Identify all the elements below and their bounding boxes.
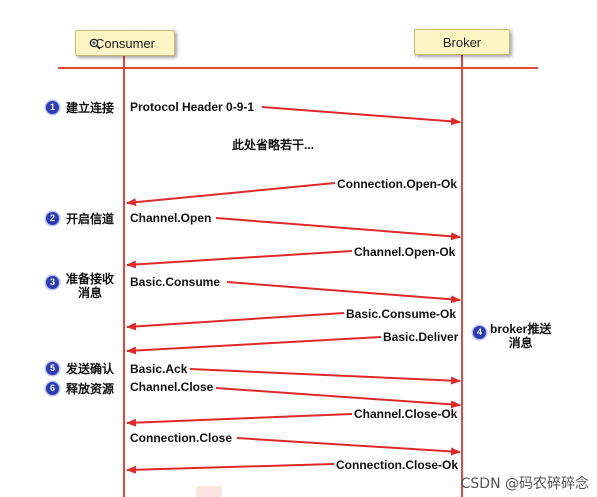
message-arrow-to-consumer xyxy=(126,463,335,474)
message-label: Protocol Header 0-9-1 xyxy=(130,100,255,114)
message-label: Channel.Open xyxy=(130,211,212,225)
message-arrow-to-broker xyxy=(236,437,461,456)
message-label: Basic.Consume xyxy=(130,275,221,289)
step-badge-3: 3 xyxy=(46,276,59,289)
step-label-5: 发送确认 xyxy=(66,362,115,376)
step-badge-2: 2 xyxy=(46,212,59,225)
step-label-3: 准备接收 消息 xyxy=(66,272,115,300)
message-label: Channel.Open-Ok xyxy=(354,245,456,259)
message-arrow-to-consumer xyxy=(126,182,336,207)
step-badge-6: 6 xyxy=(46,382,59,395)
step-label-2: 开启信道 xyxy=(66,212,115,226)
message-arrow-to-consumer xyxy=(126,413,353,427)
message-arrow-to-broker xyxy=(189,368,461,385)
omitted-note: 此处省略若干... xyxy=(232,138,315,152)
message-label: Channel.Close-Ok xyxy=(354,407,458,421)
message-arrow-to-broker xyxy=(261,106,461,126)
step-label-4: broker推送 消息 xyxy=(490,322,552,350)
step-label-6: 释放资源 xyxy=(66,382,115,396)
message-label: Connection.Close-Ok xyxy=(336,458,459,472)
step-badge-5: 5 xyxy=(46,362,59,375)
message-arrow-to-broker xyxy=(215,217,461,241)
message-label: Basic.Consume-Ok xyxy=(346,307,457,321)
zoom-in-icon[interactable] xyxy=(89,38,101,50)
message-arrow-to-consumer xyxy=(126,336,382,355)
message-arrow-to-broker xyxy=(226,281,461,304)
consumer-actor-box: Consumer xyxy=(75,30,175,56)
message-label: Basic.Ack xyxy=(130,362,188,376)
step-badge-1: 1 xyxy=(46,101,59,114)
message-label: Connection.Open-Ok xyxy=(337,177,457,191)
message-label: Basic.Deliver xyxy=(383,330,459,344)
message-arrow-to-consumer xyxy=(126,250,353,269)
message-arrow-to-consumer xyxy=(126,312,345,331)
broker-actor-box: Broker xyxy=(414,29,510,55)
message-arrow-to-broker xyxy=(215,387,461,409)
message-label: Channel.Close xyxy=(130,380,214,394)
bottom-mark xyxy=(196,486,222,497)
step-label-1: 建立连接 xyxy=(66,101,115,115)
message-label: Connection.Close xyxy=(130,431,233,445)
csdn-watermark: CSDN @码农碎碎念 xyxy=(460,476,589,492)
step-badge-4: 4 xyxy=(473,326,486,339)
